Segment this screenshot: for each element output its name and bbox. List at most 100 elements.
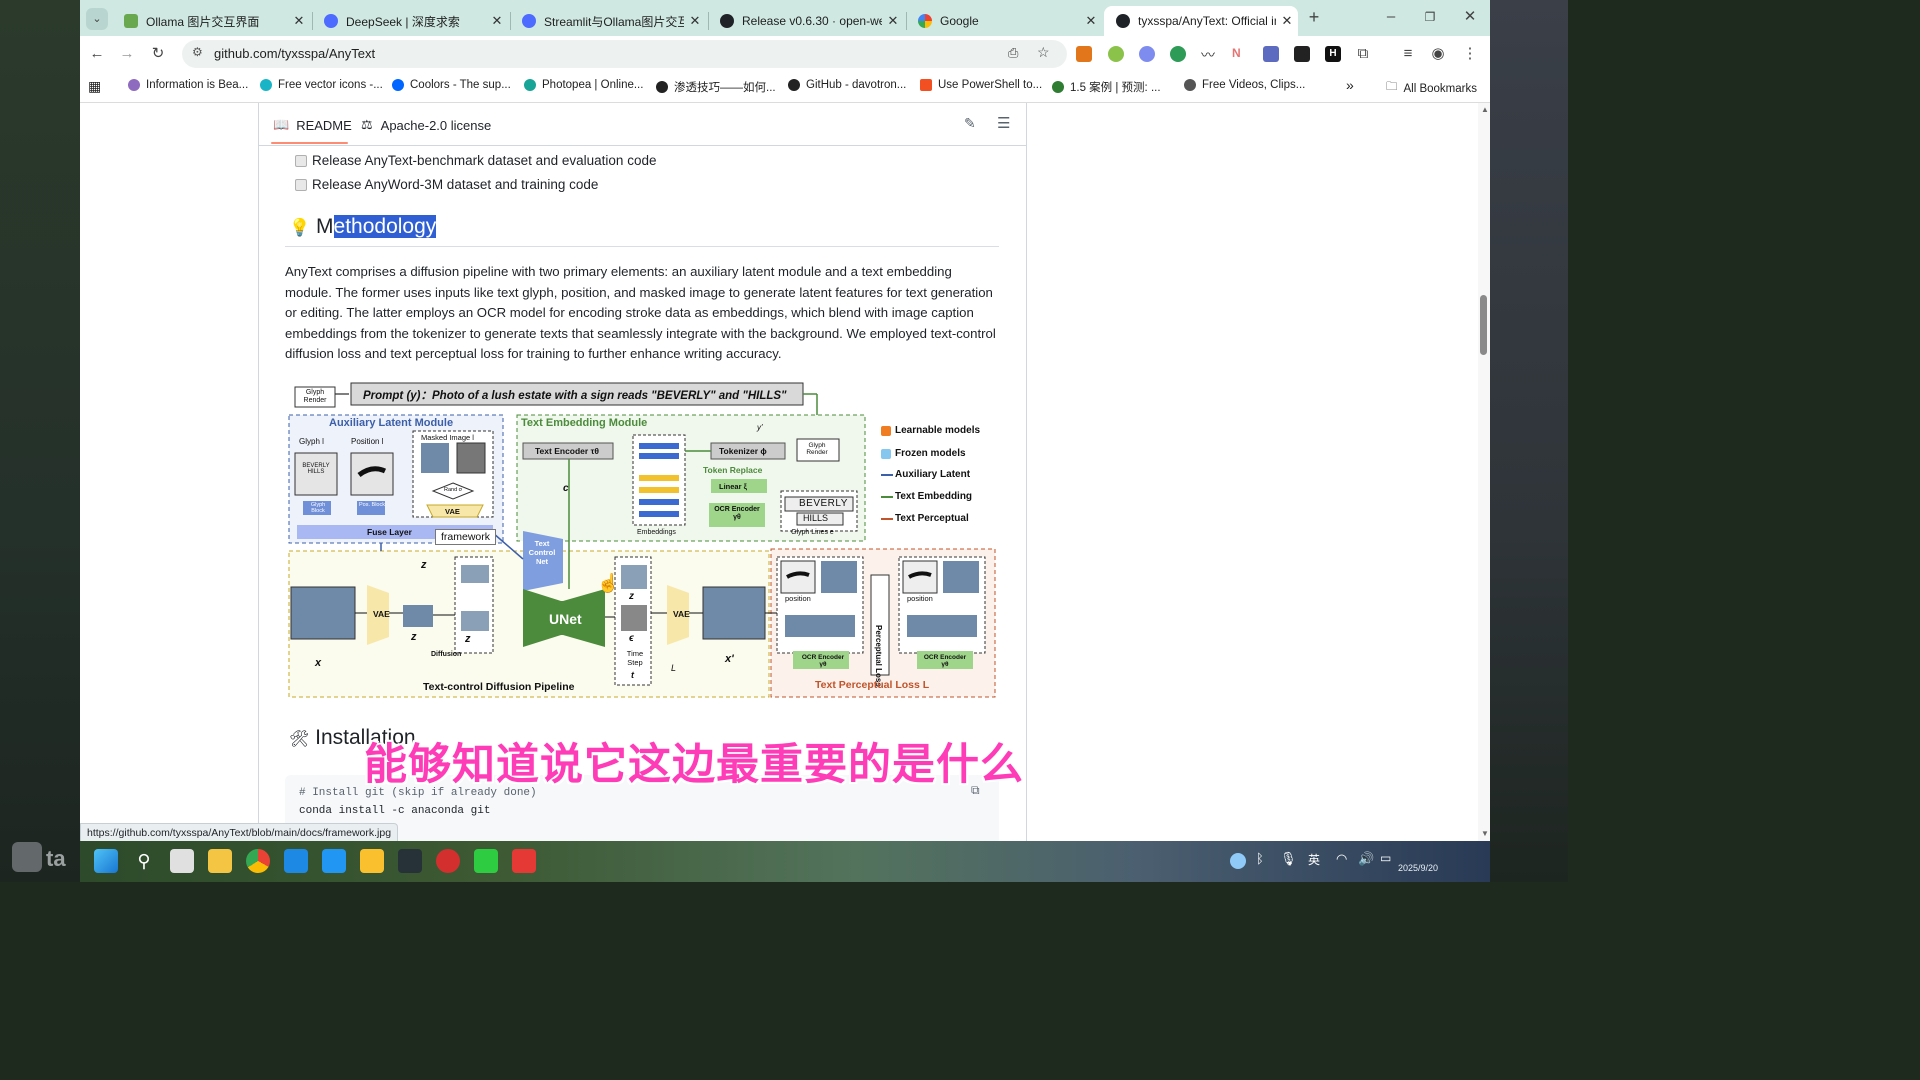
apps-grid-icon[interactable]: ▦	[88, 78, 102, 94]
figure-tem-title: Text Embedding Module	[521, 417, 648, 429]
grid-extension-icon[interactable]	[1294, 46, 1310, 62]
bluetooth-icon[interactable]: ᛒ	[1256, 851, 1264, 866]
chart-app-icon[interactable]	[360, 849, 384, 873]
new-tab-icon[interactable]: +	[1308, 7, 1320, 27]
forward-icon[interactable]: →	[119, 45, 135, 62]
profile-icon[interactable]: ◉	[1431, 45, 1445, 62]
restore-icon[interactable]: ❐	[1424, 10, 1436, 24]
bookmark-item[interactable]: Information is Bea...	[128, 79, 248, 91]
window-close-icon[interactable]: ✕	[1463, 8, 1477, 25]
bookmark-favicon	[1184, 79, 1196, 91]
globe-extension-icon[interactable]	[1170, 46, 1186, 62]
camtasia-green-icon[interactable]	[474, 849, 498, 873]
site-info-icon[interactable]: ⚙	[192, 45, 203, 59]
powerpoint-icon[interactable]	[436, 849, 460, 873]
url-text[interactable]: github.com/tyxsspa/AnyText	[214, 46, 376, 61]
figure-prompt: Prompt (y)：Photo of a lush estate with a…	[363, 390, 787, 402]
wave-extension-icon[interactable]: 〰	[1201, 47, 1215, 63]
tab-ollama[interactable]: Ollama 图片交互界面 ✕	[112, 6, 310, 36]
reading-list-icon[interactable]: ≡	[1403, 45, 1413, 62]
edit-pencil-icon[interactable]: ✎	[964, 115, 976, 131]
desktop-background: ta	[0, 0, 80, 882]
bookmark-item[interactable]: GitHub - davotron...	[788, 79, 906, 91]
ime-icon[interactable]: 英	[1308, 853, 1321, 867]
bookmark-item[interactable]: Free Videos, Clips...	[1184, 79, 1305, 91]
tab-separator	[708, 12, 709, 30]
terminal-icon[interactable]	[398, 849, 422, 873]
battery-icon[interactable]: ▭	[1380, 851, 1392, 865]
figure-time-step: Time Step	[626, 649, 644, 667]
close-icon[interactable]: ✕	[491, 13, 503, 28]
menu-kebab-icon[interactable]: ⋮	[1462, 45, 1478, 62]
close-icon[interactable]: ✕	[887, 13, 899, 28]
install-app-icon[interactable]: ⎙	[1008, 45, 1019, 60]
page-scrollbar[interactable]: ▲ ▼	[1478, 103, 1490, 841]
license-tab[interactable]: ⚖ Apache-2.0 license	[361, 117, 491, 133]
browser-toolbar: ← → ↻ ⚙ github.com/tyxsspa/AnyText ⎙ ☆ 〰…	[80, 36, 1490, 72]
close-icon[interactable]: ✕	[1085, 13, 1097, 28]
copy-icon[interactable]: ⧉	[971, 783, 980, 797]
installation-heading: 🛠 Installation	[289, 726, 416, 750]
tab-strip: ⌄ Ollama 图片交互界面 ✕ DeepSeek | 深度求索 ✕ Stre…	[80, 0, 1490, 36]
bookmarks-overflow-button[interactable]: »	[1346, 77, 1354, 93]
tab-search-button[interactable]: ⌄	[86, 8, 108, 30]
task-checkbox[interactable]	[295, 179, 307, 191]
n-extension-icon[interactable]: N	[1232, 46, 1241, 60]
h-extension-icon[interactable]: H	[1325, 46, 1341, 62]
address-bar[interactable]: ⚙ github.com/tyxsspa/AnyText ⎙ ☆	[182, 40, 1067, 68]
readme-header: 📖 README ⚖ Apache-2.0 license ✎ ☰	[259, 103, 1026, 146]
bookmark-star-icon[interactable]: ☆	[1037, 44, 1050, 60]
outline-list-icon[interactable]: ☰	[997, 115, 1011, 132]
bookmark-item[interactable]: Photopea | Online...	[524, 79, 643, 91]
tab-google[interactable]: Google ✕	[906, 6, 1102, 36]
s-extension-icon[interactable]	[1263, 46, 1279, 62]
search-icon[interactable]: ⚲	[137, 851, 151, 871]
bookmark-item[interactable]: Coolors - The sup...	[392, 79, 511, 91]
back-icon[interactable]: ←	[89, 45, 105, 62]
tab-anytext-active[interactable]: tyxsspa/AnyText: Official im ✕	[1104, 6, 1298, 36]
vscode-icon[interactable]	[322, 849, 346, 873]
figure-masked-image-label: Masked Image l	[421, 433, 474, 442]
leaf-extension-icon[interactable]	[1108, 46, 1124, 62]
minimize-icon[interactable]: –	[1386, 8, 1396, 25]
bookmark-item[interactable]: Use PowerShell to...	[920, 79, 1042, 91]
task-checkbox[interactable]	[295, 155, 307, 167]
tab-deepseek[interactable]: DeepSeek | 深度求索 ✕	[312, 6, 508, 36]
extension-icon[interactable]	[1139, 46, 1155, 62]
store-icon[interactable]	[284, 849, 308, 873]
extensions-puzzle-icon[interactable]: ⧉	[1357, 45, 1369, 62]
close-icon[interactable]: ✕	[293, 13, 305, 28]
tab-streamlit[interactable]: Streamlit与Ollama图片交互 ✕	[510, 6, 706, 36]
bookmark-item[interactable]: Free vector icons -...	[260, 79, 383, 91]
windows-start-icon[interactable]	[94, 849, 118, 873]
reload-icon[interactable]: ↻	[151, 45, 165, 62]
bookmark-favicon	[656, 81, 668, 93]
metamask-extension-icon[interactable]	[1076, 46, 1092, 62]
file-explorer-icon[interactable]	[208, 849, 232, 873]
scrollbar-thumb[interactable]	[1480, 295, 1487, 355]
close-icon[interactable]: ✕	[1281, 13, 1293, 28]
wifi-icon[interactable]: ◠	[1336, 851, 1348, 866]
volume-icon[interactable]: 🔊	[1358, 851, 1375, 866]
tab-title: DeepSeek | 深度求索	[346, 14, 460, 29]
code-line: # Install git (skip if already done)	[299, 787, 537, 799]
tab-release[interactable]: Release v0.6.30 · open-web ✕	[708, 6, 904, 36]
image-alt-tooltip: framework	[435, 529, 497, 545]
image-icon	[124, 14, 138, 28]
framework-figure[interactable]: Prompt (y)：Photo of a lush estate with a…	[287, 379, 997, 701]
bookmark-item[interactable]: 1.5 案例 | 预测: ...	[1052, 79, 1161, 95]
readme-tab[interactable]: 📖 README	[273, 117, 352, 133]
task-view-icon[interactable]	[170, 849, 194, 873]
bookmark-item[interactable]: 渗透技巧——如何...	[656, 79, 776, 95]
figure-t: t	[631, 670, 634, 680]
figure-eps: ϵ	[629, 633, 634, 644]
taskbar-date[interactable]: 2025/9/20	[1398, 863, 1439, 873]
chrome-icon[interactable]	[246, 849, 270, 873]
camtasia-red-icon[interactable]	[512, 849, 536, 873]
microphone-icon[interactable]: 🎙	[1280, 851, 1297, 866]
scroll-down-icon[interactable]: ▼	[1481, 829, 1489, 838]
scroll-up-icon[interactable]: ▲	[1481, 105, 1489, 114]
close-icon[interactable]: ✕	[689, 13, 701, 28]
all-bookmarks-folder[interactable]: 🗀All Bookmarks	[1386, 79, 1477, 98]
tray-icon[interactable]	[1230, 853, 1246, 869]
